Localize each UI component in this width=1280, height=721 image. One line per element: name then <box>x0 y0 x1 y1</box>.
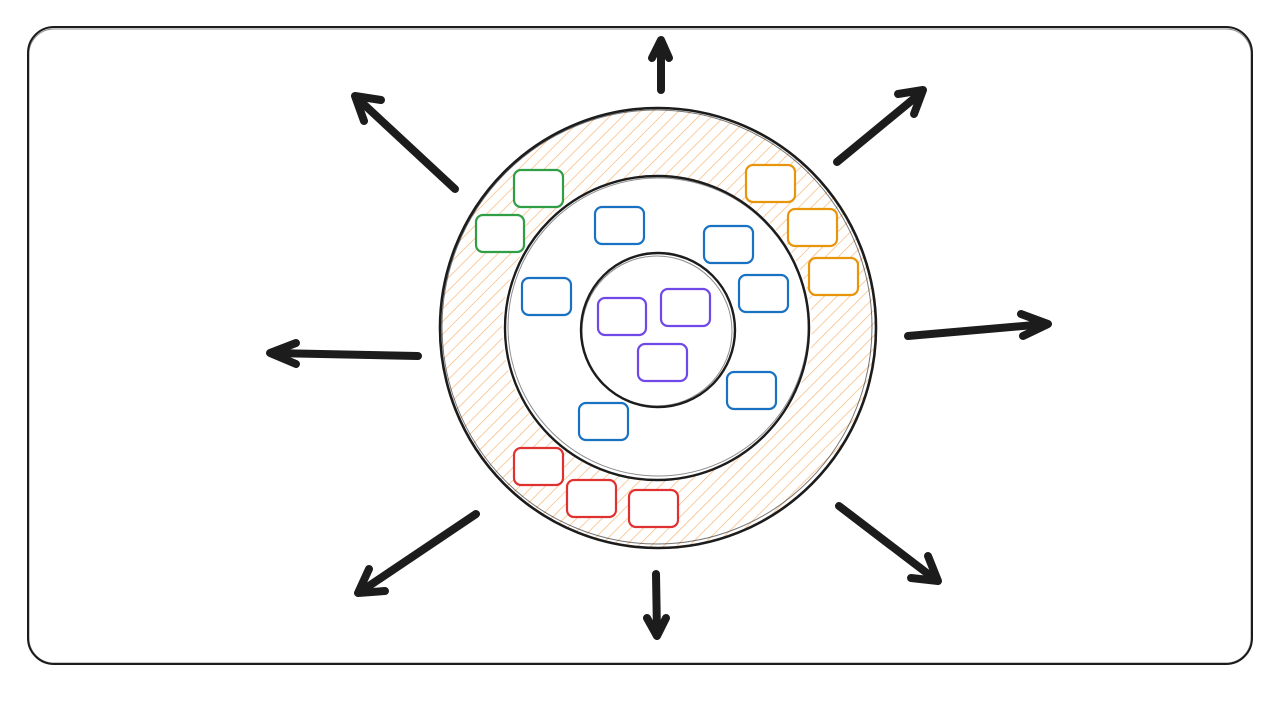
blue-box <box>725 370 778 411</box>
arrow-group <box>266 36 1052 640</box>
arrow-north-west <box>351 92 459 193</box>
arrow-south-east <box>835 502 942 585</box>
orange-box <box>807 256 860 297</box>
orange-box <box>786 207 839 248</box>
green-box <box>512 168 565 209</box>
arrow-north <box>648 36 673 94</box>
arrow-north-east <box>833 86 927 166</box>
orange-box-group <box>744 163 860 297</box>
blue-box <box>737 273 790 314</box>
red-box <box>627 488 680 529</box>
arrow-west <box>266 339 422 368</box>
green-box-group <box>474 168 565 254</box>
blue-box <box>593 205 646 246</box>
arrow-east <box>904 310 1052 340</box>
green-box <box>474 213 526 254</box>
red-box <box>565 478 618 519</box>
outer-ring <box>439 107 876 549</box>
blue-box <box>520 276 573 317</box>
red-box <box>512 446 565 487</box>
orange-box <box>744 163 797 204</box>
blue-box-group <box>520 205 790 442</box>
purple-box <box>636 342 689 383</box>
blue-box <box>577 401 630 442</box>
purple-box <box>596 296 648 337</box>
red-box-group <box>512 446 680 529</box>
purple-box <box>659 287 712 328</box>
blue-box <box>702 224 755 265</box>
purple-box-group <box>596 287 712 383</box>
arrow-south <box>643 570 670 640</box>
arrow-south-west <box>354 510 480 597</box>
